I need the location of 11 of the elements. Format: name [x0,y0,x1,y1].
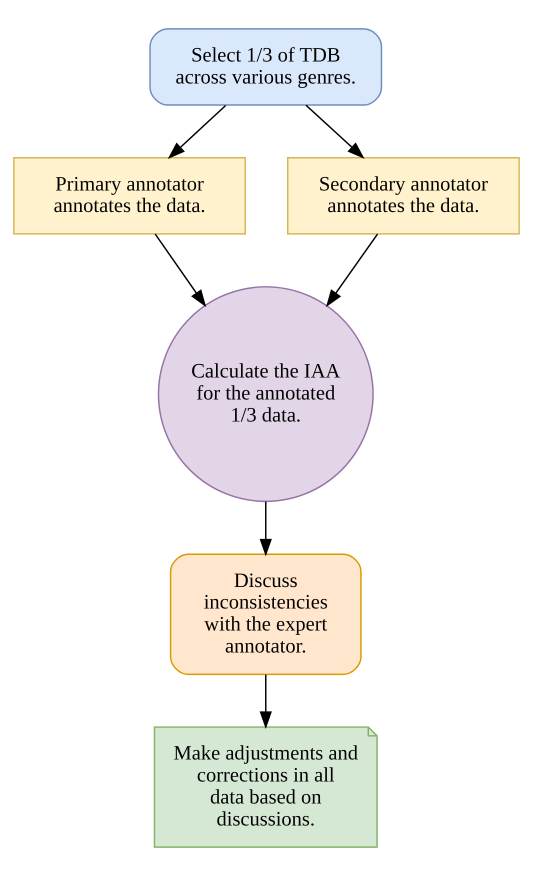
arrow [326,233,378,307]
arrow [305,104,365,158]
arrow [168,104,226,159]
node-box: Select 1/3 of TDB across various genres. [149,28,382,106]
node-box: Primary annotator annotates the data. [13,156,246,234]
node-box: Discuss inconsistencies with the expert annotator. [170,553,362,675]
arrow [260,674,272,729]
arrow [154,233,206,307]
node-box: Secondary annotator annotates the data. [287,156,520,234]
node-circle: Calculate the IAA for the annotated 1/3 data. [158,286,374,502]
arrow [260,501,272,556]
